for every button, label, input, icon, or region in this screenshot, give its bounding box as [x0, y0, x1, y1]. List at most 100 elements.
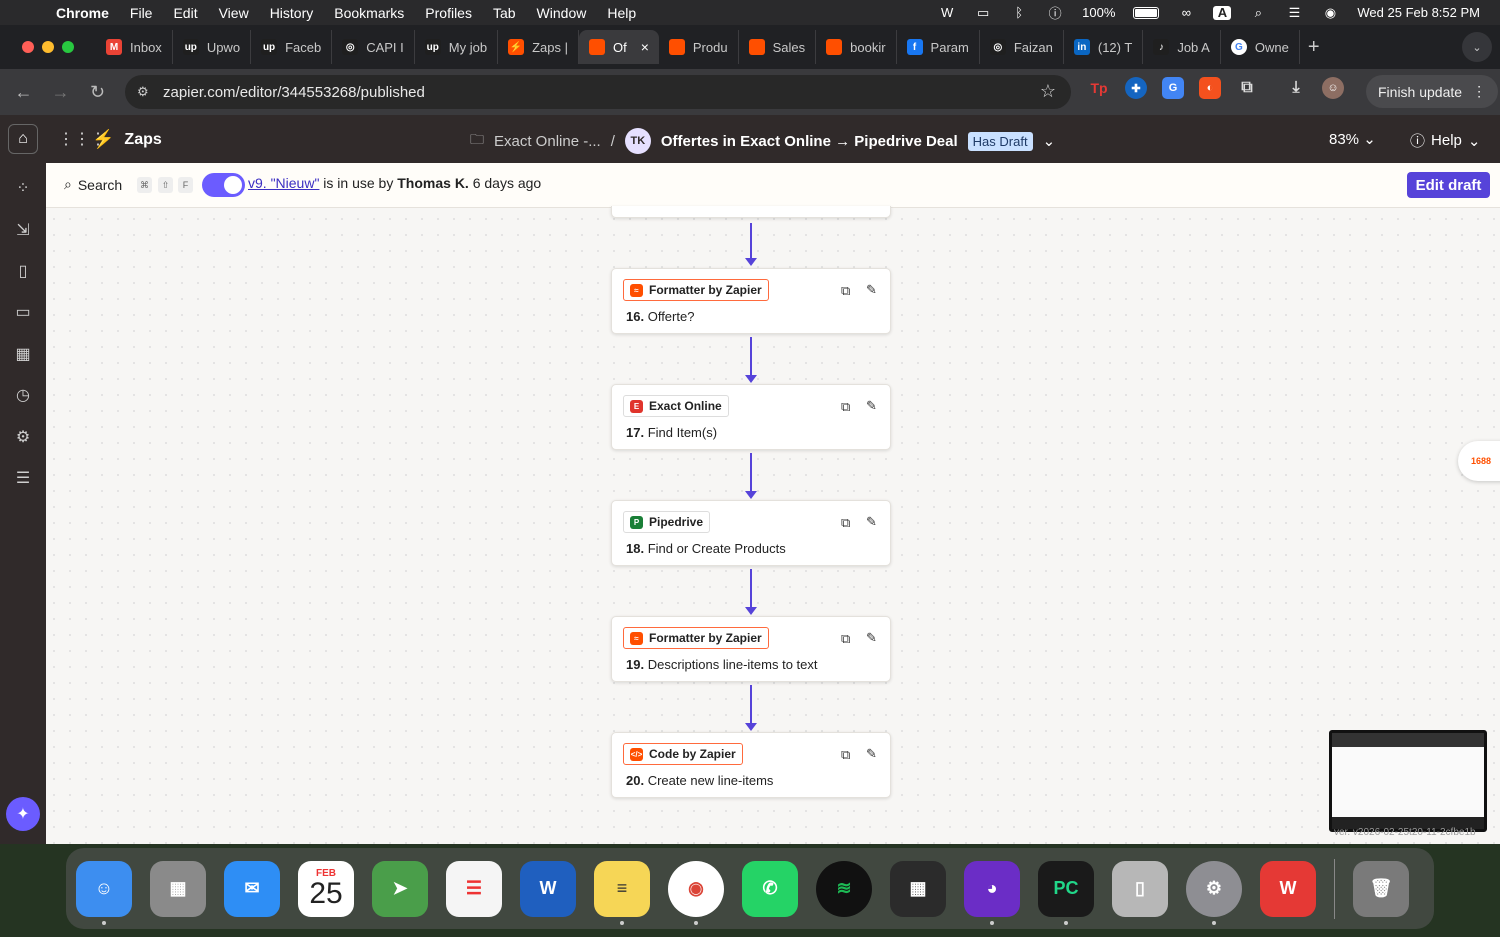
extension-shield-icon[interactable]: ✚: [1125, 77, 1147, 99]
duplicate-icon[interactable]: ⧉: [841, 515, 851, 530]
pycharm-icon[interactable]: PC: [1038, 860, 1094, 925]
calendar-icon[interactable]: ▦: [15, 346, 31, 363]
browser-tab[interactable]: ♪Job A: [1143, 30, 1221, 64]
edit-draft-button[interactable]: Edit draft: [1407, 172, 1490, 198]
calendar-app-icon[interactable]: FEB 25: [298, 860, 354, 917]
menu-bookmarks[interactable]: Bookmarks: [334, 4, 405, 21]
browser-tab[interactable]: Of×: [578, 30, 659, 64]
pencil-icon[interactable]: ✎: [866, 398, 877, 413]
comments-icon[interactable]: ▭: [15, 304, 31, 321]
minimize-window-icon[interactable]: [42, 41, 54, 53]
copilot-icon[interactable]: ✦: [6, 797, 40, 831]
forward-arrow-icon[interactable]: →: [51, 81, 70, 102]
url-text[interactable]: zapier.com/editor/344553268/published: [163, 83, 425, 101]
wps-tray-icon[interactable]: W: [941, 5, 954, 20]
profile-avatar[interactable]: ☺: [1322, 77, 1344, 99]
wps-office-icon[interactable]: W: [1260, 860, 1316, 917]
settings-gear-icon[interactable]: ⚙: [15, 429, 31, 446]
chevron-down-icon[interactable]: ⌄: [1042, 133, 1056, 150]
extension-red-icon[interactable]: ◐: [1199, 77, 1221, 99]
zoom-dropdown[interactable]: 83% ⌄: [1329, 130, 1376, 148]
address-bar[interactable]: ⚙ zapier.com/editor/344553268/published …: [125, 75, 1071, 109]
notes-icon[interactable]: ≡: [594, 860, 650, 925]
zoom-window-icon[interactable]: [62, 41, 74, 53]
battery-icon[interactable]: [1133, 6, 1160, 19]
previous-step-card[interactable]: [611, 206, 891, 218]
menu-file[interactable]: File: [129, 4, 153, 21]
duplicate-icon[interactable]: ⧉: [841, 399, 851, 414]
reload-icon[interactable]: ↻: [89, 81, 106, 102]
menu-tab[interactable]: Tab: [492, 4, 516, 21]
zap-canvas[interactable]: ⌕ Search ⌘ ⇧ F v9. "Nieuw" is in use by …: [46, 163, 1500, 844]
ali-1688-badge[interactable]: 1688: [1458, 441, 1500, 481]
word-icon[interactable]: W: [520, 860, 576, 917]
new-tab-button[interactable]: +: [1307, 35, 1320, 58]
zap-title[interactable]: Offertes in Exact Online → Pipedrive Dea…: [660, 132, 958, 150]
browser-tab[interactable]: ◎CAPI I: [332, 30, 415, 64]
document-icon[interactable]: ▯: [18, 263, 28, 280]
iphone-mirroring-icon[interactable]: ▯: [1112, 860, 1168, 917]
close-tab-icon[interactable]: ×: [640, 39, 649, 55]
home-icon[interactable]: ⌂: [8, 124, 38, 154]
pencil-icon[interactable]: ✎: [866, 514, 877, 529]
mail-icon[interactable]: ✉: [224, 860, 280, 917]
tab-search-chevron-icon[interactable]: ⌄: [1462, 32, 1492, 62]
maps-icon[interactable]: ➤: [372, 860, 428, 917]
bluetooth-icon[interactable]: ᛒ: [1015, 5, 1024, 20]
reminders-icon[interactable]: ☰: [446, 860, 502, 917]
versions-icon[interactable]: ☰: [15, 470, 31, 487]
tp-extension-icon[interactable]: Tp: [1090, 80, 1108, 96]
help-dropdown[interactable]: ⓘ Help ⌄: [1410, 130, 1480, 151]
google-translate-icon[interactable]: G: [1162, 77, 1184, 99]
link-icon[interactable]: ∞: [1181, 5, 1192, 20]
spotlight-search-icon[interactable]: ⌕: [1254, 4, 1263, 20]
trash-icon[interactable]: 🗑: [1353, 860, 1409, 917]
import-icon[interactable]: ⇲: [16, 222, 30, 239]
browser-tab[interactable]: ◎Faizan: [980, 30, 1064, 64]
downloads-icon[interactable]: ⤓: [1292, 79, 1300, 96]
browser-tab[interactable]: Sales: [739, 30, 817, 64]
breadcrumb-folder[interactable]: Exact Online -...: [494, 132, 601, 150]
firefox-icon[interactable]: ◕: [964, 860, 1020, 925]
search-button[interactable]: ⌕ Search: [64, 176, 122, 193]
apps-icon[interactable]: ⁘: [16, 180, 30, 197]
duplicate-icon[interactable]: ⧉: [841, 631, 851, 646]
bookmark-star-icon[interactable]: ☆: [1039, 81, 1056, 101]
siri-icon[interactable]: ◉: [1324, 4, 1337, 20]
menu-edit[interactable]: Edit: [173, 4, 198, 21]
browser-tab[interactable]: Produ: [659, 30, 739, 64]
menu-app-name[interactable]: Chrome: [56, 4, 109, 21]
whatsapp-icon[interactable]: ✆: [742, 860, 798, 917]
pencil-icon[interactable]: ✎: [866, 746, 877, 761]
close-window-icon[interactable]: [22, 41, 34, 53]
zap-step-card[interactable]: </>Code by Zapier⧉✎20. Create new line-i…: [611, 732, 891, 798]
input-source-icon[interactable]: A: [1213, 5, 1232, 20]
app-grid-icon[interactable]: ⋮⋮⋮: [58, 131, 106, 148]
back-arrow-icon[interactable]: ←: [14, 81, 33, 102]
finish-update-button[interactable]: Finish update ⋮: [1366, 75, 1499, 108]
zaps-nav[interactable]: ⚡ Zaps: [92, 129, 162, 150]
clock-datetime[interactable]: Wed 25 Feb 8:52 PM: [1357, 5, 1480, 20]
pencil-icon[interactable]: ✎: [866, 630, 877, 645]
menu-help[interactable]: Help: [607, 4, 637, 21]
system-settings-icon[interactable]: ⚙: [1186, 860, 1242, 925]
menu-view[interactable]: View: [218, 4, 249, 21]
menu-history[interactable]: History: [269, 4, 314, 21]
zap-step-card[interactable]: ≈Formatter by Zapier⧉✎19. Descriptions l…: [611, 616, 891, 682]
calculator-icon[interactable]: ▦: [890, 860, 946, 917]
control-center-icon[interactable]: ☰: [1288, 4, 1301, 20]
spotify-icon[interactable]: ≋: [816, 860, 872, 917]
browser-tab[interactable]: bookir: [816, 30, 897, 64]
menu-window[interactable]: Window: [536, 4, 587, 21]
display-icon[interactable]: ▭: [976, 4, 990, 20]
duplicate-icon[interactable]: ⧉: [841, 747, 851, 762]
extensions-puzzle-icon[interactable]: ⧉: [1241, 79, 1253, 96]
site-settings-icon[interactable]: ⚙: [137, 84, 149, 99]
zap-step-card[interactable]: ≈Formatter by Zapier⧉✎16. Offerte?: [611, 268, 891, 334]
